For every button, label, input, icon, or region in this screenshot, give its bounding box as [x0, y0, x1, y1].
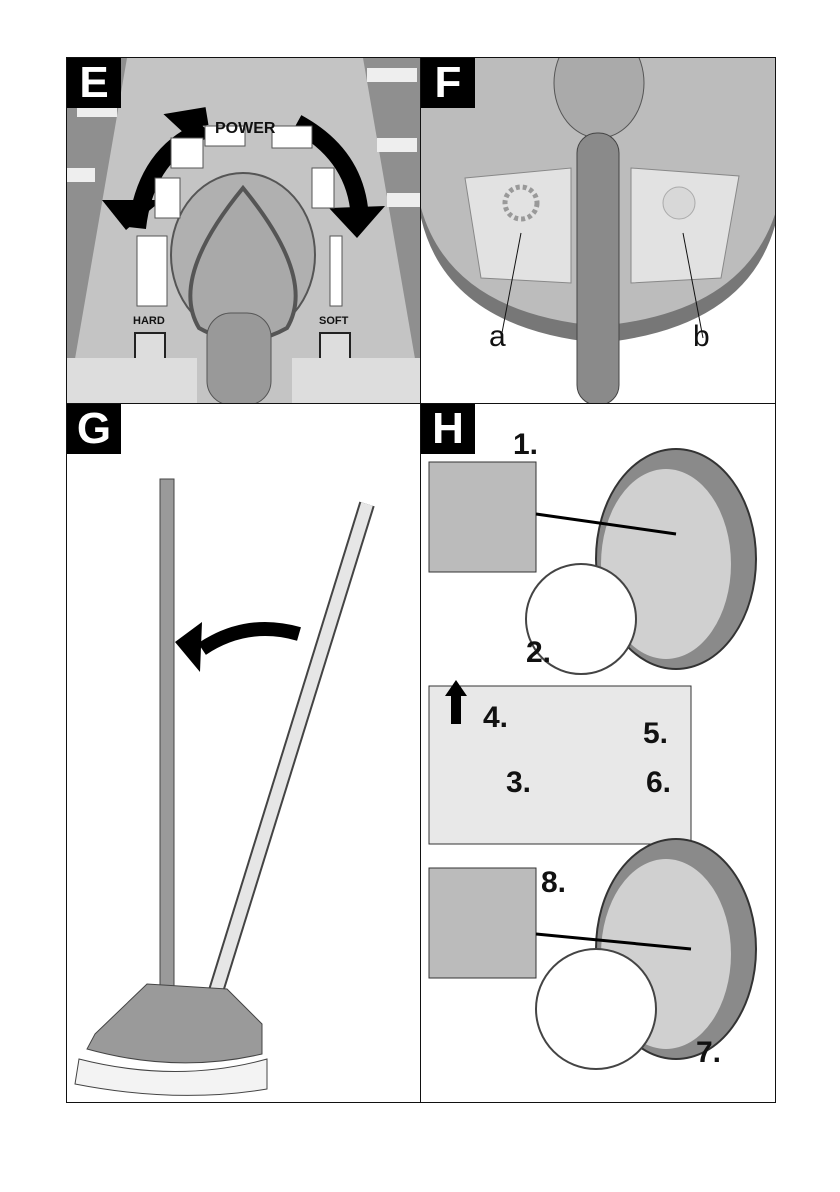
step-8-label: 8.	[541, 866, 567, 899]
panel-g-badge: G	[67, 404, 121, 454]
step-4-label: 4.	[483, 701, 509, 734]
extension-pipe-illustration	[74, 478, 375, 1096]
panel-f: F a b	[420, 57, 776, 404]
step-6-label: 6.	[646, 766, 672, 799]
panel-h: H 1. 2. 3. 4. 5. 6. 7. 8.	[420, 403, 776, 1103]
power-dial-illustration	[67, 58, 421, 403]
panel-h-badge: H	[421, 404, 475, 454]
step-5-label: 5.	[643, 717, 669, 750]
panel-e: E POWER HARD SOFT	[66, 57, 422, 404]
step-3-label: 3.	[506, 766, 532, 799]
callout-b: b	[693, 320, 710, 353]
panel-e-badge: E	[67, 58, 121, 108]
callout-a: a	[489, 320, 506, 353]
hard-label: HARD	[133, 315, 165, 327]
power-label: POWER	[215, 120, 276, 137]
filter-cleaning-illustration	[428, 448, 757, 1070]
nozzle-selector-illustration	[421, 58, 775, 403]
step-1-label: 1.	[513, 428, 539, 461]
panel-g: G	[66, 403, 422, 1103]
step-2-label: 2.	[526, 636, 552, 669]
panel-f-badge: F	[421, 58, 475, 108]
soft-label: SOFT	[319, 315, 349, 327]
step-7-label: 7.	[696, 1036, 722, 1069]
